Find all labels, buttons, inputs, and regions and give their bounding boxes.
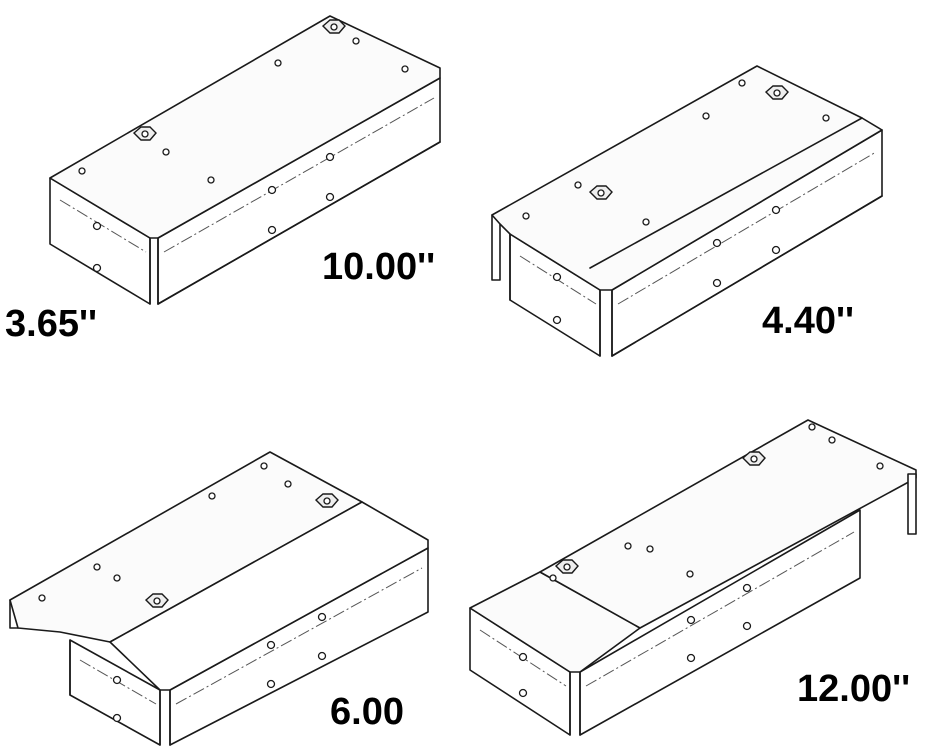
bracket-c: [9, 451, 429, 746]
bolt-b1: [588, 185, 613, 200]
bolt-d1: [554, 559, 579, 574]
dimension-label-6: 6.00: [330, 691, 404, 733]
bolt-a2: [321, 19, 346, 34]
dimension-label-10: 10.00'': [322, 246, 436, 288]
bracket-b: [491, 65, 883, 357]
bracket-a: [49, 15, 441, 305]
bracket-b-back-flange: [491, 214, 501, 281]
bolt-a1: [132, 126, 157, 141]
bolt-c1: [144, 593, 169, 608]
bolt-c2: [314, 493, 339, 508]
bracket-d-flange: [907, 473, 917, 535]
bracket-d: [469, 419, 917, 736]
dimension-label-12: 12.00'': [797, 668, 911, 710]
bracket-d-lower-top: [469, 571, 641, 673]
dimension-label-3-65: 3.65'': [5, 303, 98, 345]
dimension-label-4-40: 4.40'': [762, 300, 855, 342]
bolt-d2: [741, 451, 766, 466]
bolt-b2: [764, 85, 789, 100]
